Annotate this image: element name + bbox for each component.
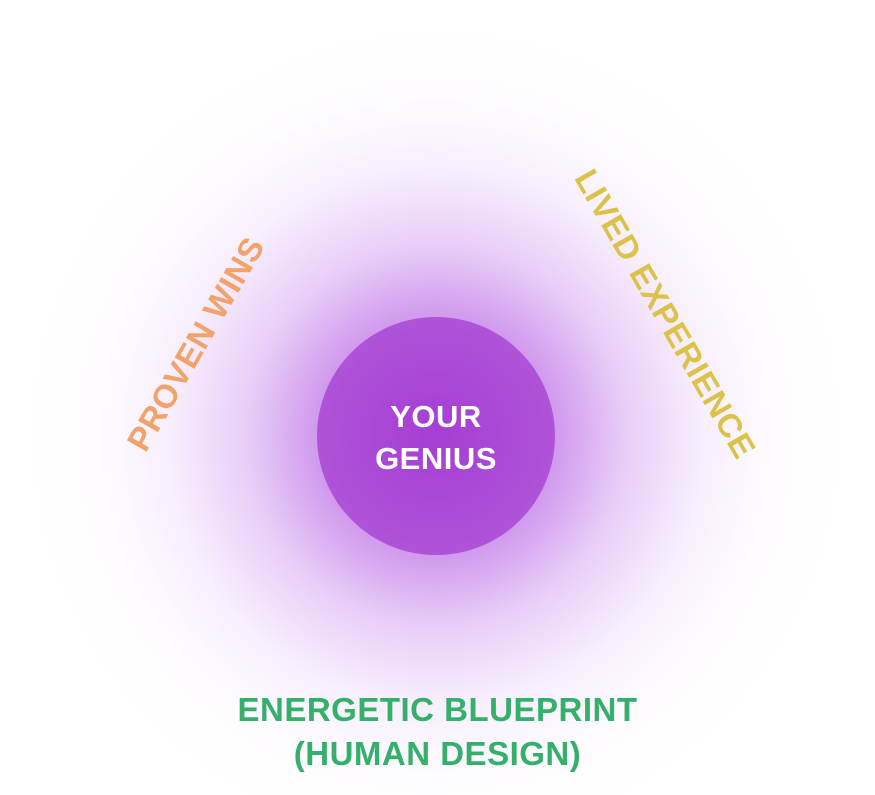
center-label: YOUR GENIUS <box>375 399 497 476</box>
energetic-blueprint-label: ENERGETIC BLUEPRINT (HUMAN DESIGN) <box>237 691 638 772</box>
center-circle: YOUR GENIUS <box>317 317 555 555</box>
